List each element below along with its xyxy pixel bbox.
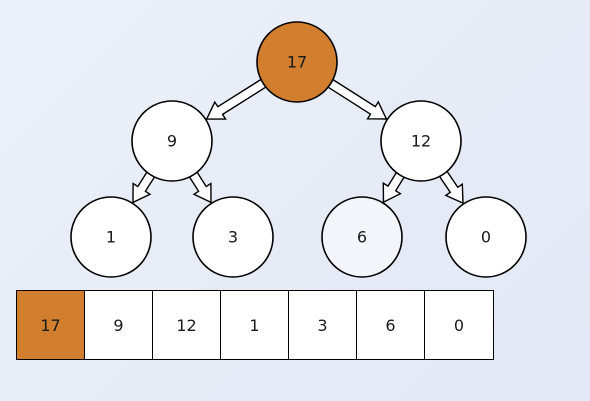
tree-node-circle bbox=[445, 196, 527, 278]
tree-node: 0 bbox=[445, 196, 527, 278]
array-cell: 3 bbox=[289, 291, 357, 359]
tree-node-circle bbox=[380, 100, 462, 182]
tree-node: 9 bbox=[131, 100, 213, 182]
array-cell: 17 bbox=[17, 291, 85, 359]
tree-edge-arrow bbox=[324, 77, 388, 120]
tree-node-label: 12 bbox=[411, 132, 431, 151]
tree-node-circle bbox=[256, 21, 338, 103]
tree-node-circle bbox=[70, 196, 152, 278]
tree-node: 12 bbox=[380, 100, 462, 182]
tree-node-label: 0 bbox=[481, 228, 491, 247]
tree-edge-arrow bbox=[205, 77, 270, 120]
tree-node-circle bbox=[131, 100, 213, 182]
tree-node-circle bbox=[321, 196, 403, 278]
array-cell: 12 bbox=[153, 291, 221, 359]
array-cell: 1 bbox=[221, 291, 289, 359]
tree-node: 1 bbox=[70, 196, 152, 278]
tree-node: 17 bbox=[256, 21, 338, 103]
tree-edges bbox=[132, 77, 464, 205]
tree-node-circle bbox=[192, 196, 274, 278]
array-cell: 9 bbox=[85, 291, 153, 359]
tree-node-label: 17 bbox=[287, 53, 307, 72]
tree-node-label: 3 bbox=[228, 228, 238, 247]
tree-node-label: 6 bbox=[357, 228, 367, 247]
tree-node: 6 bbox=[321, 196, 403, 278]
tree-nodes: 17 9 12 1 3 6 0 bbox=[70, 21, 527, 278]
array-cell: 0 bbox=[425, 291, 493, 359]
array-cell: 6 bbox=[357, 291, 425, 359]
tree-node-label: 1 bbox=[106, 228, 116, 247]
tree-node-label: 9 bbox=[167, 132, 177, 151]
heap-tree-diagram: 17 9 12 1 3 6 0 bbox=[70, 21, 527, 278]
tree-edge-arrow bbox=[437, 168, 464, 205]
tree-node: 3 bbox=[192, 196, 274, 278]
